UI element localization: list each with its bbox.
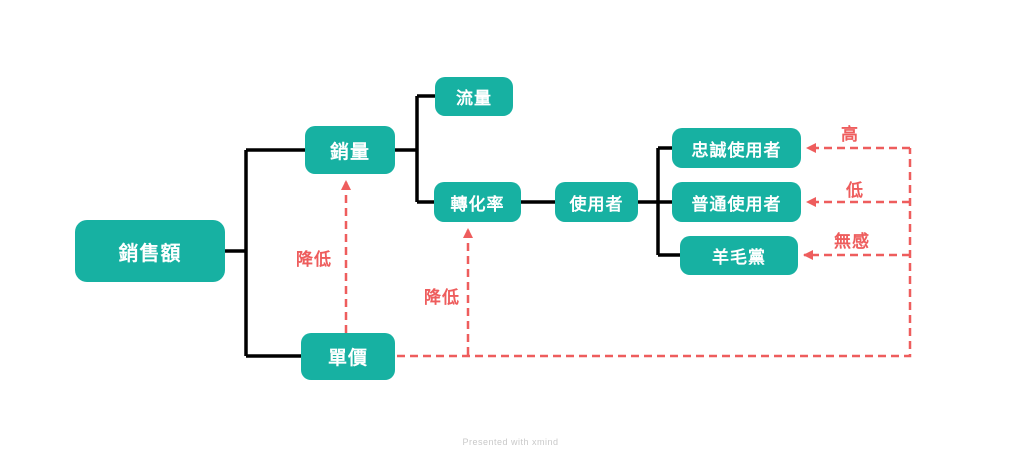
relation-price-to-users-path — [397, 148, 912, 358]
node-normal-user[interactable]: 普通使用者 — [672, 182, 801, 222]
label-sensitivity-high[interactable]: 高 — [841, 125, 859, 144]
connector-volume-branch — [395, 94, 435, 204]
label-sensitivity-low[interactable]: 低 — [846, 181, 864, 200]
label-decrease-volume[interactable]: 降低 — [296, 250, 332, 269]
label-decrease-conversion[interactable]: 降低 — [424, 288, 460, 307]
node-wool-party[interactable]: 羊毛黨 — [680, 236, 798, 275]
node-conversion-rate[interactable]: 轉化率 — [434, 182, 521, 222]
label-sensitivity-none[interactable]: 無感 — [834, 232, 870, 251]
node-sales-volume[interactable]: 銷量 — [305, 126, 395, 174]
node-sales-revenue[interactable]: 銷售額 — [75, 220, 225, 282]
node-traffic[interactable]: 流量 — [435, 77, 513, 116]
connector-root-branch — [225, 148, 305, 358]
node-user[interactable]: 使用者 — [555, 182, 638, 222]
relation-arrows — [341, 143, 912, 358]
node-loyal-user[interactable]: 忠誠使用者 — [672, 128, 801, 168]
connector-user-branch — [638, 146, 680, 257]
node-unit-price[interactable]: 單價 — [301, 333, 395, 380]
tree-connectors — [225, 94, 680, 358]
watermark: Presented with xmind — [462, 437, 559, 447]
